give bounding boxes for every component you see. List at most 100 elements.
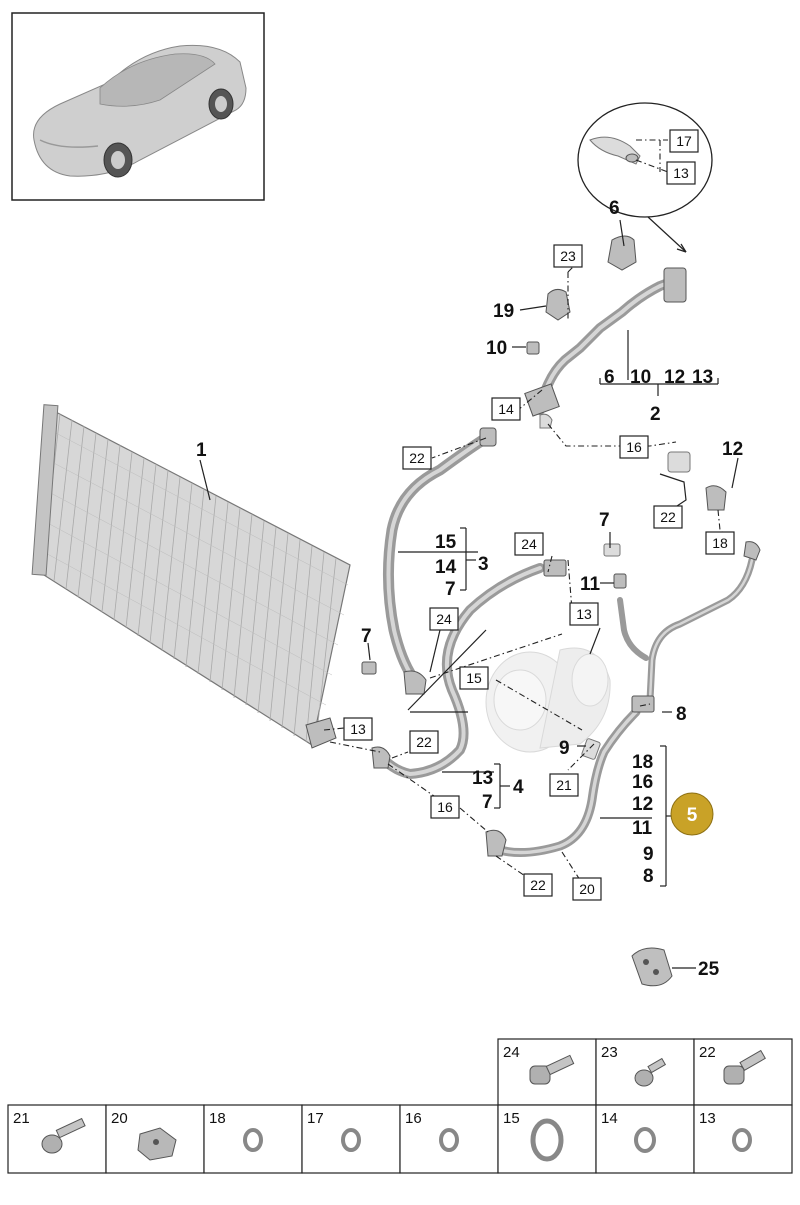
box-callout: 13	[569, 602, 599, 626]
table-cell-label: 20	[111, 1110, 128, 1127]
svg-text:13: 13	[350, 721, 366, 737]
svg-text:24: 24	[521, 536, 537, 552]
svg-text:21: 21	[556, 777, 572, 793]
box-callout: 16	[430, 795, 460, 819]
table-cell-label: 14	[601, 1110, 618, 1127]
svg-text:23: 23	[560, 248, 576, 264]
box-callout: 22	[653, 505, 683, 529]
box-callout: 22	[409, 730, 439, 754]
callout-10: 10	[486, 338, 507, 359]
bolt-icon	[529, 1054, 575, 1085]
svg-text:22: 22	[416, 734, 432, 750]
table-cell-label: 13	[699, 1110, 716, 1127]
group-5-item: 18	[632, 752, 653, 773]
group-5-item: 8	[643, 866, 654, 887]
suction-line-upper	[524, 235, 687, 429]
line-5	[485, 451, 761, 858]
box-callout: 20	[572, 877, 602, 901]
svg-text:15: 15	[466, 670, 482, 686]
bolt-icon	[723, 1049, 766, 1085]
bolt-icon	[41, 1117, 86, 1154]
highlight-badge-5[interactable]: 5	[670, 792, 714, 836]
svg-text:14: 14	[498, 401, 514, 417]
leader-lines	[199, 219, 739, 969]
callout-4: 4	[513, 777, 524, 798]
box-callout: 17	[669, 129, 699, 153]
boxed-callouts: 17 13 23 14 22 16 22 18 24 13 24 15 13 2…	[343, 129, 735, 901]
o-ring-icon	[530, 1118, 564, 1162]
badge-5-label: 5	[687, 805, 698, 826]
callout-25: 25	[698, 959, 720, 980]
box-callout: 23	[553, 244, 583, 268]
box-callout: 14	[491, 397, 521, 421]
box-callout: 24	[514, 532, 544, 556]
svg-text:13: 13	[576, 606, 592, 622]
screw-icon	[634, 1057, 667, 1087]
callout-6: 6	[609, 198, 620, 219]
svg-text:22: 22	[409, 450, 425, 466]
group-2-item: 12	[664, 367, 685, 388]
group-4-item: 13	[472, 768, 493, 789]
svg-text:22: 22	[530, 877, 546, 893]
callout-numbers: 1 2 3 4 6 7 7 8 9 10 11 12 19 25 6 10 12…	[196, 198, 743, 980]
o-ring-icon	[732, 1128, 752, 1152]
bracket-icon	[137, 1127, 177, 1161]
box-callout: 15	[459, 666, 489, 690]
callout-1: 1	[196, 440, 207, 461]
group-2-item: 6	[604, 367, 615, 388]
svg-text:20: 20	[579, 881, 595, 897]
box-callout: 21	[549, 773, 579, 797]
group-2-item: 10	[630, 367, 651, 388]
box-callout: 16	[619, 435, 649, 459]
callout-2: 2	[650, 404, 661, 425]
callout-12: 12	[722, 439, 743, 460]
svg-text:18: 18	[712, 535, 728, 551]
table-cell-label: 17	[307, 1110, 324, 1127]
svg-text:22: 22	[660, 509, 676, 525]
o-ring-icon	[634, 1127, 656, 1153]
svg-text:13: 13	[673, 165, 689, 181]
table-cell-label: 21	[13, 1110, 30, 1127]
callout-3: 3	[478, 554, 489, 575]
callout-9: 9	[559, 738, 570, 759]
hose-3	[361, 427, 497, 695]
callout-7-sensor: 7	[599, 510, 610, 531]
group-5-item: 12	[632, 794, 653, 815]
parts-table: 24 23 22 21 20 18 17 16 15 14 13	[7, 1038, 793, 1174]
group-4-item: 7	[482, 792, 493, 813]
callout-8: 8	[676, 704, 687, 725]
vehicle-thumbnail	[11, 12, 265, 201]
group-2-item: 13	[692, 367, 713, 388]
o-ring-icon	[341, 1128, 361, 1152]
group-5-item: 11	[632, 818, 653, 839]
hose-4	[371, 543, 621, 779]
callout-7-left: 7	[361, 626, 372, 647]
table-cell-label: 24	[503, 1044, 520, 1061]
svg-text:16: 16	[437, 799, 453, 815]
callout-19: 19	[493, 301, 514, 322]
car-icon	[33, 44, 247, 178]
table-cell-label: 22	[699, 1044, 716, 1061]
o-ring-icon	[243, 1128, 263, 1152]
box-callout: 22	[402, 446, 432, 470]
o-ring-icon	[439, 1128, 459, 1152]
box-callout: 18	[705, 531, 735, 555]
table-cell-label: 18	[209, 1110, 226, 1127]
box-callout: 13	[343, 717, 373, 741]
group-5-item: 16	[632, 772, 653, 793]
table-cell-label: 15	[503, 1110, 520, 1127]
svg-text:16: 16	[626, 439, 642, 455]
svg-text:17: 17	[676, 133, 692, 149]
table-cell-label: 23	[601, 1044, 618, 1061]
table-cell-label: 16	[405, 1110, 422, 1127]
sleeve-25	[631, 947, 673, 987]
group-3-item: 7	[445, 579, 456, 600]
callout-11: 11	[580, 574, 601, 595]
group-3-item: 15	[435, 532, 457, 553]
group-3-item: 14	[435, 557, 457, 578]
svg-text:24: 24	[436, 611, 452, 627]
compressor	[485, 647, 611, 753]
group-5-item: 9	[643, 844, 654, 865]
box-callout: 22	[523, 873, 553, 897]
